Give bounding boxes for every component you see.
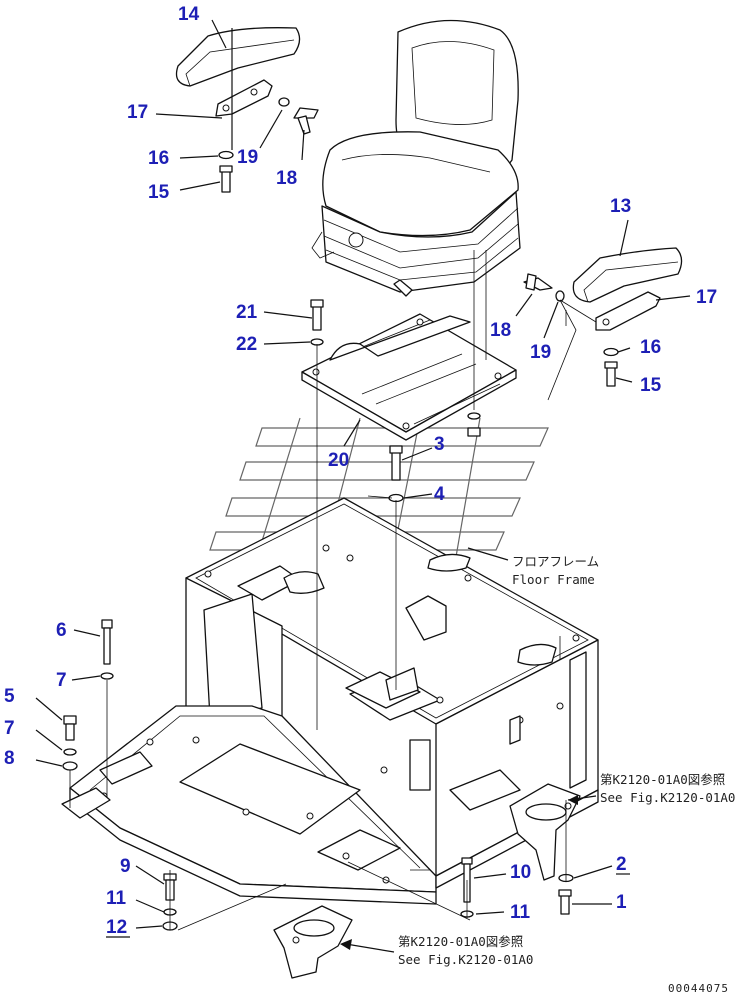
label-1: 1 bbox=[616, 892, 627, 913]
ref-note-bottom-en: See Fig.K2120-01A0 bbox=[398, 952, 533, 967]
label-14: 14 bbox=[178, 4, 200, 25]
label-5: 5 bbox=[4, 686, 15, 707]
label-11: 11 bbox=[106, 888, 127, 909]
label-9: 9 bbox=[120, 856, 131, 877]
label-7: 7 bbox=[4, 718, 15, 739]
label-17: 17 bbox=[127, 102, 148, 123]
ref-note-right-en: See Fig.K2120-01A0 bbox=[600, 790, 735, 805]
label-7: 7 bbox=[56, 670, 67, 691]
label-16: 16 bbox=[148, 148, 169, 169]
leader-lines bbox=[35, 19, 691, 953]
mount-bracket-bottom bbox=[273, 905, 353, 979]
label-4: 4 bbox=[434, 484, 445, 505]
label-12: 12 bbox=[106, 917, 127, 938]
label-21: 21 bbox=[236, 302, 258, 323]
floor-frame-note-jp: フロアフレーム bbox=[512, 554, 599, 569]
drawing-code: 00044075 bbox=[668, 982, 729, 995]
label-10: 10 bbox=[510, 862, 531, 883]
label-6: 6 bbox=[56, 620, 67, 641]
label-18: 18 bbox=[276, 168, 297, 189]
label-15: 15 bbox=[148, 182, 170, 203]
mount-bracket-right bbox=[509, 783, 581, 881]
floor-frame-note-en: Floor Frame bbox=[512, 572, 595, 587]
armrest-right bbox=[572, 247, 683, 331]
annotation-notes: フロアフレーム Floor Frame 第K2120-01A0図参照 See F… bbox=[398, 554, 735, 995]
part-number-labels: 14 17 16 19 18 15 13 17 18 19 16 15 21 2… bbox=[4, 4, 717, 938]
label-16: 16 bbox=[640, 337, 661, 358]
label-3: 3 bbox=[434, 434, 445, 455]
ref-note-right-jp: 第K2120-01A0図参照 bbox=[600, 772, 725, 787]
label-11: 11 bbox=[510, 902, 531, 923]
watermark-logo bbox=[209, 417, 549, 581]
armrest-left bbox=[175, 27, 301, 117]
label-19: 19 bbox=[237, 147, 258, 168]
ref-note-bottom-jp: 第K2120-01A0図参照 bbox=[398, 934, 523, 949]
left-hardware bbox=[218, 97, 319, 193]
label-15: 15 bbox=[640, 375, 662, 396]
floor-frame bbox=[61, 497, 599, 905]
right-hardware bbox=[523, 273, 619, 387]
label-20: 20 bbox=[328, 450, 349, 471]
label-17: 17 bbox=[696, 287, 717, 308]
seat-mount-plate bbox=[301, 313, 517, 441]
label-8: 8 bbox=[4, 748, 15, 769]
label-19: 19 bbox=[530, 342, 551, 363]
plate-hardware bbox=[310, 299, 481, 503]
label-2: 2 bbox=[616, 854, 627, 875]
operator-seat bbox=[311, 19, 521, 297]
label-18: 18 bbox=[490, 320, 511, 341]
label-13: 13 bbox=[610, 196, 631, 217]
label-22: 22 bbox=[236, 334, 257, 355]
